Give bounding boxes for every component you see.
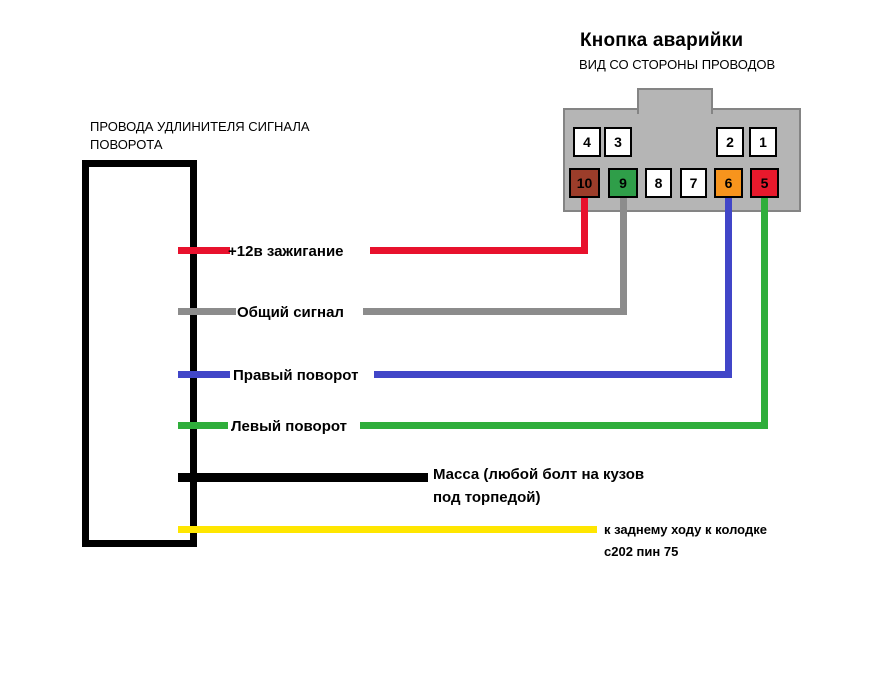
pin-8-number: 8 (654, 175, 663, 191)
reverse-wire-label-line1: к заднему ходу к колодке (604, 522, 767, 537)
pin-6: 6 (714, 168, 743, 198)
left-turn-wire-vertical (761, 194, 768, 429)
pin-7-number: 7 (689, 175, 698, 191)
ground-wire-label-line2: под торпедой) (433, 489, 541, 506)
left-turn-wire-label: Левый поворот (231, 418, 347, 435)
common-wire-vertical (620, 194, 627, 315)
pin-2-number: 2 (726, 134, 734, 150)
right-turn-wire-horizontal (374, 371, 732, 378)
pin-1-number: 1 (759, 134, 767, 150)
ground-wire-label-line1: Масса (любой болт на кузов (433, 466, 645, 483)
pin-10: 10 (569, 168, 600, 198)
harness-box (82, 160, 197, 547)
pin-1: 1 (749, 127, 777, 157)
common-wire-horizontal (363, 308, 627, 315)
left-turn-wire-stub (178, 422, 228, 429)
left-block-label-line1: ПРОВОДА УДЛИНИТЕЛЯ СИГНАЛА (90, 119, 310, 134)
pin-6-number: 6 (724, 175, 733, 191)
left-block-label-line2: ПОВОРОТА (90, 137, 163, 152)
pin-9-number: 9 (619, 175, 627, 191)
pin-4-number: 4 (583, 134, 591, 150)
pin-2: 2 (716, 127, 744, 157)
pin-10-number: 10 (576, 175, 593, 191)
pin-7: 7 (680, 168, 707, 198)
diagram-title: Кнопка аварийки (580, 30, 744, 51)
pin-5-number: 5 (760, 175, 769, 191)
ignition-wire-vertical (581, 194, 588, 254)
right-turn-wire-vertical (725, 194, 732, 378)
ignition-wire-horizontal (370, 247, 588, 254)
common-wire-stub (178, 308, 236, 315)
reverse-wire-horizontal (178, 526, 597, 533)
ignition-wire-stub (178, 247, 230, 254)
common-wire-label: Общий сигнал (237, 304, 344, 321)
pin-5: 5 (750, 168, 779, 198)
connector-key-tab (637, 88, 713, 114)
right-turn-wire-stub (178, 371, 230, 378)
pin-9: 9 (608, 168, 638, 198)
reverse-wire-label-line2: с202 пин 75 (604, 544, 679, 559)
right-turn-wire-label: Правый поворот (233, 367, 359, 384)
pin-4: 4 (573, 127, 601, 157)
pin-3-number: 3 (614, 134, 622, 150)
pin-8: 8 (645, 168, 672, 198)
ground-wire-horizontal (178, 473, 428, 482)
diagram-subtitle: ВИД СО СТОРОНЫ ПРОВОДОВ (579, 57, 776, 72)
ignition-wire-label: +12в зажигание (228, 243, 344, 260)
left-turn-wire-horizontal (360, 422, 768, 429)
pin-3: 3 (604, 127, 632, 157)
